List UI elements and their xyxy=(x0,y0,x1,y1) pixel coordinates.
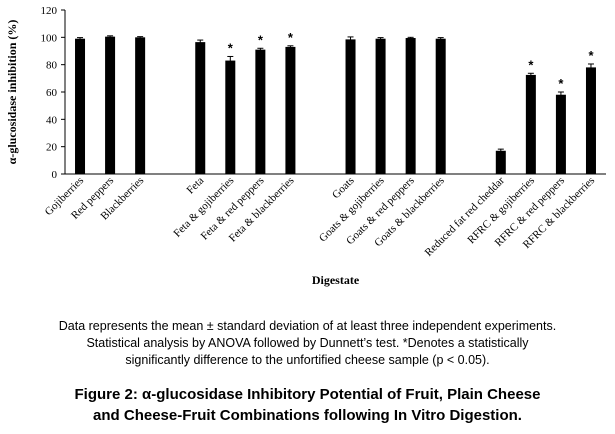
data-bar xyxy=(105,36,116,175)
x-tick-label: Goats xyxy=(330,175,357,202)
note-line-1: Data represents the mean ± standard devi… xyxy=(58,319,557,333)
data-bar xyxy=(375,38,386,175)
caption-line-1: Figure 2: α-glucosidase Inhibitory Poten… xyxy=(74,386,541,403)
note-line-3: significantly difference to the unfortif… xyxy=(125,353,490,367)
y-tick-label: 40 xyxy=(46,114,58,126)
y-axis-ticks: 0 20 40 60 80 100 120 xyxy=(41,5,65,181)
data-bar xyxy=(495,150,506,174)
note-line-2: Statistical analysis by ANOVA followed b… xyxy=(86,336,529,350)
y-tick-label: 120 xyxy=(41,5,58,17)
significance-marker: * xyxy=(258,32,264,47)
data-bar xyxy=(345,39,356,175)
significance-marker: * xyxy=(588,48,594,63)
x-tick-label: Feta xyxy=(184,175,206,197)
data-bar xyxy=(555,94,566,174)
data-bar xyxy=(435,38,446,175)
y-tick-label: 80 xyxy=(46,60,58,72)
y-axis-title: α-glucosidase inhibition (%) xyxy=(5,20,19,165)
figure-note: Data represents the mean ± standard devi… xyxy=(0,318,615,369)
data-bar xyxy=(75,38,86,175)
y-tick-label: 0 xyxy=(52,169,58,181)
y-tick-label: 60 xyxy=(46,87,58,99)
significance-marker: * xyxy=(558,76,564,91)
chart-bars: * * * * * * xyxy=(75,30,596,175)
data-bar xyxy=(285,46,296,174)
data-bar xyxy=(585,67,596,174)
significance-marker: * xyxy=(288,30,294,45)
data-bar xyxy=(225,60,236,174)
chart-axes xyxy=(64,10,606,175)
y-tick-label: 100 xyxy=(41,32,58,44)
caption-line-2: and Cheese-Fruit Combinations following … xyxy=(93,407,522,424)
significance-marker: * xyxy=(228,40,234,55)
data-bar xyxy=(135,37,146,175)
data-bar xyxy=(195,42,206,174)
data-bar xyxy=(405,38,416,175)
figure-caption: Figure 2: α-glucosidase Inhibitory Poten… xyxy=(0,384,615,426)
x-axis-title: Digestate xyxy=(312,273,360,287)
y-tick-label: 20 xyxy=(46,142,58,154)
data-bar xyxy=(525,74,536,174)
data-bar xyxy=(255,49,266,175)
significance-marker: * xyxy=(528,57,534,72)
